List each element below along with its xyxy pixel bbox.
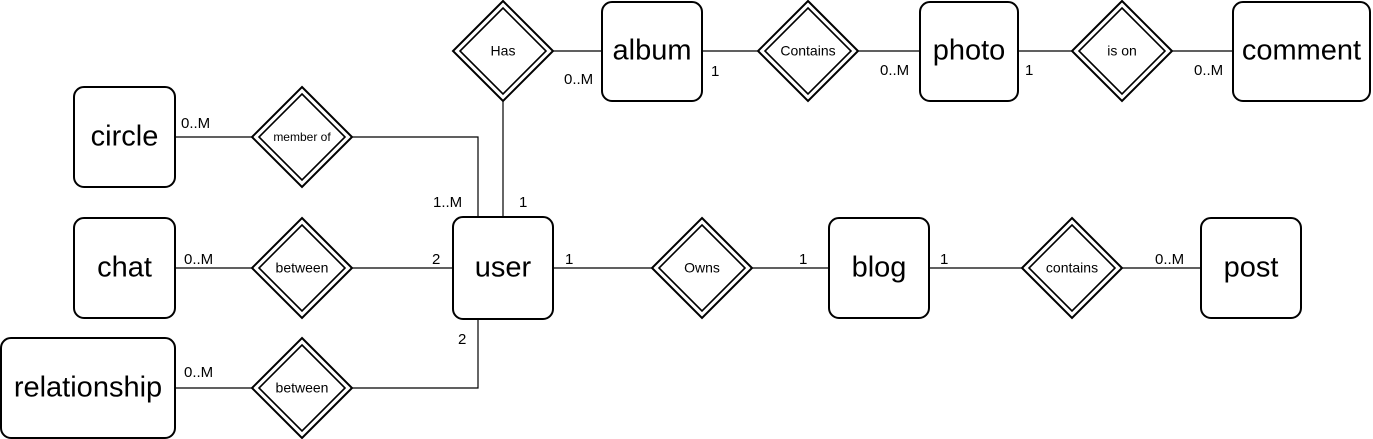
entity-label-circle: circle xyxy=(91,121,159,153)
entity-album[interactable]: album xyxy=(601,1,703,102)
relationship-owns[interactable]: Owns xyxy=(650,216,754,320)
cardinality-owns-blog: 1 xyxy=(799,251,807,268)
cardinality-has-album: 0..M xyxy=(564,71,593,88)
entity-user[interactable]: user xyxy=(452,216,554,320)
entity-blog[interactable]: blog xyxy=(828,217,930,319)
entity-relationship[interactable]: relationship xyxy=(0,337,176,439)
entity-comment[interactable]: comment xyxy=(1232,1,1371,102)
relationship-label-owns: Owns xyxy=(684,260,720,276)
cardinality-photo-is-on: 1 xyxy=(1025,62,1033,79)
relationship-label-member-of: member of xyxy=(273,130,331,144)
entity-chat[interactable]: chat xyxy=(73,217,176,319)
cardinality-is-on-comment: 0..M xyxy=(1194,62,1223,79)
entity-label-user: user xyxy=(475,252,532,284)
cardinality-user-has: 1 xyxy=(519,194,527,211)
line-member-of-user xyxy=(352,136,479,217)
relationship-label-is-on: is on xyxy=(1107,43,1137,59)
cardinality-between-user-relationship: 2 xyxy=(458,331,466,348)
relationship-label-contains: Contains xyxy=(780,43,835,59)
entity-label-photo: photo xyxy=(933,35,1006,67)
relationship-is-on[interactable]: is on xyxy=(1070,0,1174,103)
relationship-label-contains-post: contains xyxy=(1046,260,1098,276)
cardinality-member-of-user: 1..M xyxy=(433,194,462,211)
cardinality-contains-post: 0..M xyxy=(1155,251,1184,268)
entity-label-blog: blog xyxy=(852,252,907,284)
entity-label-relationship: relationship xyxy=(14,372,162,404)
relationship-label-between-relationship: between xyxy=(276,380,329,396)
entity-label-post: post xyxy=(1224,252,1279,284)
line-between-user-2 xyxy=(352,319,479,389)
entity-photo[interactable]: photo xyxy=(919,1,1019,102)
cardinality-between-user-chat: 2 xyxy=(432,251,440,268)
relationship-has[interactable]: Has xyxy=(451,0,555,103)
cardinality-blog-contains: 1 xyxy=(940,251,948,268)
cardinality-relationship-between: 0..M xyxy=(184,364,213,381)
cardinality-labels: 0..M 1 0..M 1 0..M 0..M 1..M 1 0..M 2 1 … xyxy=(181,62,1223,381)
cardinality-contains-photo: 0..M xyxy=(880,62,909,79)
relationship-between-chat[interactable]: between xyxy=(250,216,354,320)
cardinality-user-owns: 1 xyxy=(565,251,573,268)
relationship-contains-post[interactable]: contains xyxy=(1020,216,1124,320)
relationship-label-has: Has xyxy=(491,43,516,59)
relationship-between-relationship[interactable]: between xyxy=(250,336,354,439)
entity-circle[interactable]: circle xyxy=(73,86,176,188)
cardinality-circle-member-of: 0..M xyxy=(181,115,210,132)
entity-label-comment: comment xyxy=(1242,35,1361,67)
cardinality-album-contains: 1 xyxy=(711,63,719,80)
relationship-contains-photo[interactable]: Contains xyxy=(756,0,860,103)
entity-label-chat: chat xyxy=(97,252,152,284)
entity-post[interactable]: post xyxy=(1200,217,1302,319)
cardinality-chat-between: 0..M xyxy=(184,251,213,268)
connector-lines xyxy=(175,50,1233,389)
relationship-label-between-chat: between xyxy=(276,260,329,276)
entity-label-album: album xyxy=(613,35,692,67)
relationship-member-of[interactable]: member of xyxy=(250,85,354,189)
